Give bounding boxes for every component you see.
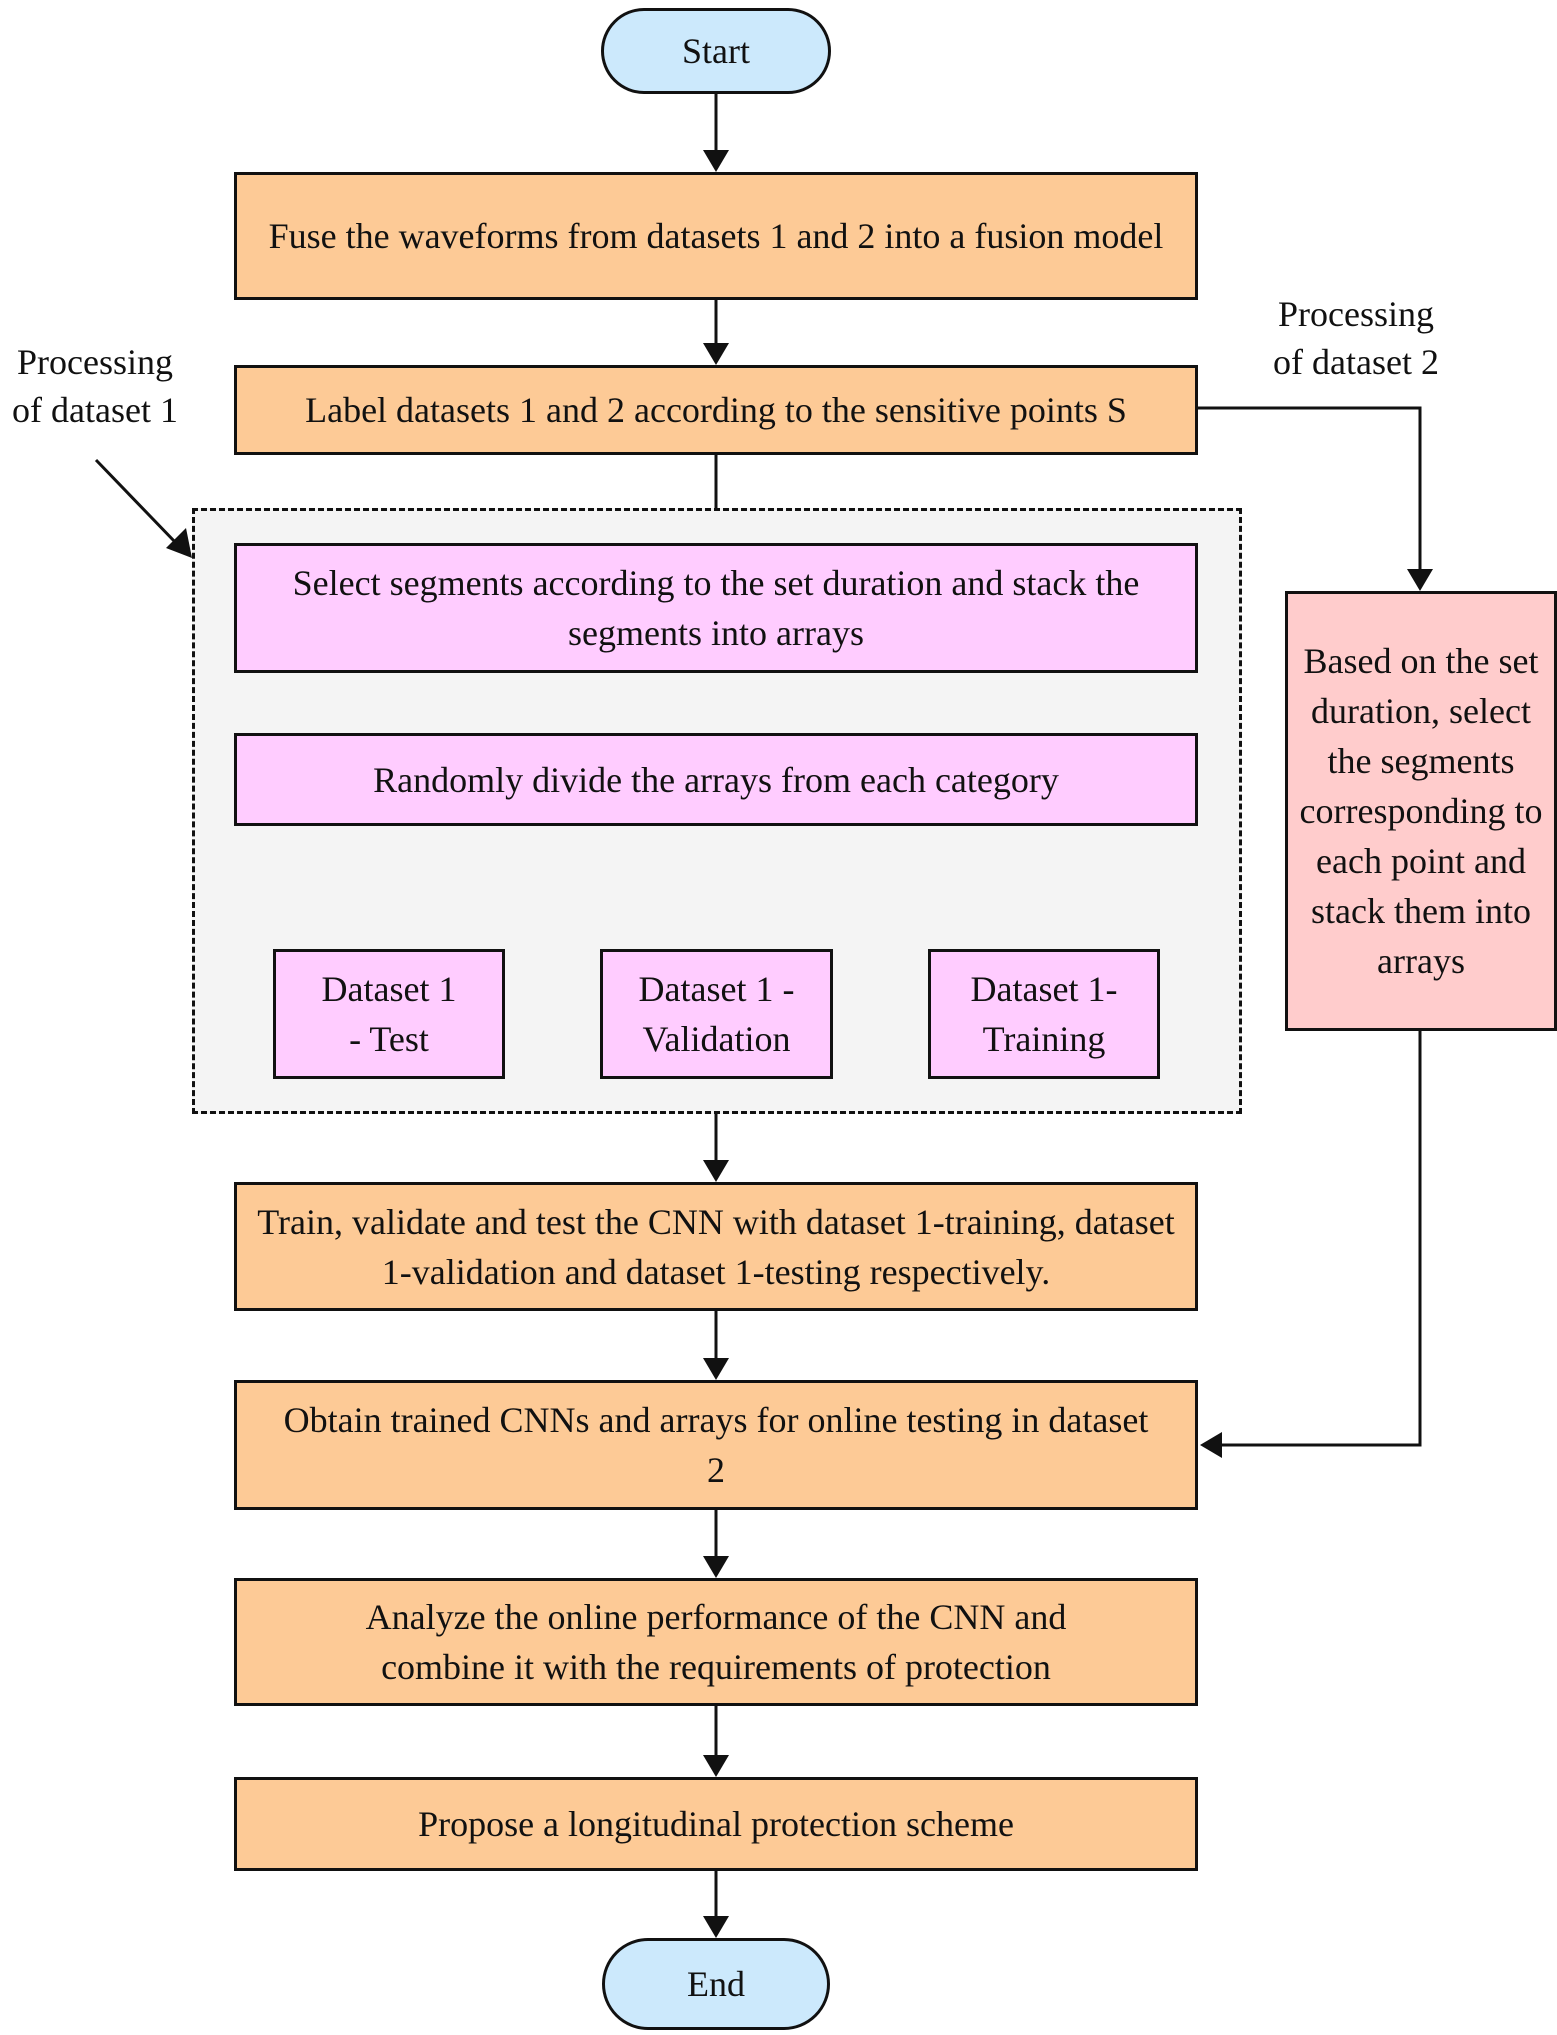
step-label-datasets: Label datasets 1 and 2 according to the …	[234, 365, 1198, 455]
step-dataset2-segments: Based on the set duration, select the se…	[1285, 591, 1557, 1031]
subset-training: Dataset 1- Training	[928, 949, 1160, 1079]
arrow-dataset2-to-obtain	[1222, 1030, 1422, 1447]
annotation-dataset2: Processing of dataset 2	[1256, 290, 1456, 386]
arrowhead	[1200, 1432, 1222, 1458]
annotation-dataset2-line1: Processing	[1278, 294, 1434, 334]
step-train-text: Train, validate and test the CNN with da…	[257, 1201, 1175, 1292]
annotation-dataset1-line1: Processing	[17, 342, 173, 382]
step-propose-scheme: Propose a longitudinal protection scheme	[234, 1777, 1198, 1871]
end-label: End	[687, 1964, 745, 2004]
arrowhead	[703, 343, 729, 365]
annotation-dataset2-line2: of dataset 2	[1273, 342, 1439, 382]
step-label-text: Label datasets 1 and 2 according to the …	[305, 390, 1127, 430]
start-terminal: Start	[601, 8, 831, 94]
subset-training-text: Dataset 1- Training	[970, 969, 1118, 1059]
arrow-annotation-dataset1	[94, 458, 178, 545]
arrowhead	[166, 528, 192, 558]
step-select-segments: Select segments according to the set dur…	[234, 543, 1198, 673]
arrowhead	[1407, 569, 1433, 591]
arrowhead	[703, 1160, 729, 1182]
annotation-dataset1-line2: of dataset 1	[12, 390, 178, 430]
arrowhead	[703, 1755, 729, 1777]
start-label: Start	[682, 31, 750, 71]
step-train-cnn: Train, validate and test the CNN with da…	[234, 1182, 1198, 1311]
subset-test: Dataset 1 - Test	[273, 949, 505, 1079]
arrowhead	[703, 150, 729, 172]
step-analyze-text: Analyze the online performance of the CN…	[365, 1597, 1067, 1687]
step-propose-text: Propose a longitudinal protection scheme	[418, 1804, 1014, 1844]
arrowhead	[703, 1916, 729, 1938]
step-select-text: Select segments according to the set dur…	[292, 563, 1140, 653]
subset-validation: Dataset 1 - Validation	[600, 949, 833, 1079]
step-dataset2-text: Based on the set duration, select the se…	[1299, 641, 1543, 981]
step-divide-arrays: Randomly divide the arrays from each cat…	[234, 733, 1198, 826]
step-analyze-performance: Analyze the online performance of the CN…	[234, 1578, 1198, 1706]
step-obtain-cnns: Obtain trained CNNs and arrays for onlin…	[234, 1380, 1198, 1510]
step-obtain-text: Obtain trained CNNs and arrays for onlin…	[283, 1400, 1149, 1490]
arrowhead	[703, 1358, 729, 1380]
annotation-dataset1: Processing of dataset 1	[0, 338, 190, 434]
step-fuse-text: Fuse the waveforms from datasets 1 and 2…	[268, 216, 1164, 256]
arrowhead	[703, 1556, 729, 1578]
end-terminal: End	[602, 1938, 830, 2030]
step-fuse-waveforms: Fuse the waveforms from datasets 1 and 2…	[234, 172, 1198, 300]
subset-validation-text: Dataset 1 - Validation	[638, 969, 795, 1059]
step-divide-text: Randomly divide the arrays from each cat…	[373, 759, 1059, 800]
arrow-label-to-dataset2	[1198, 406, 1422, 569]
subset-test-text: Dataset 1 - Test	[321, 969, 457, 1059]
